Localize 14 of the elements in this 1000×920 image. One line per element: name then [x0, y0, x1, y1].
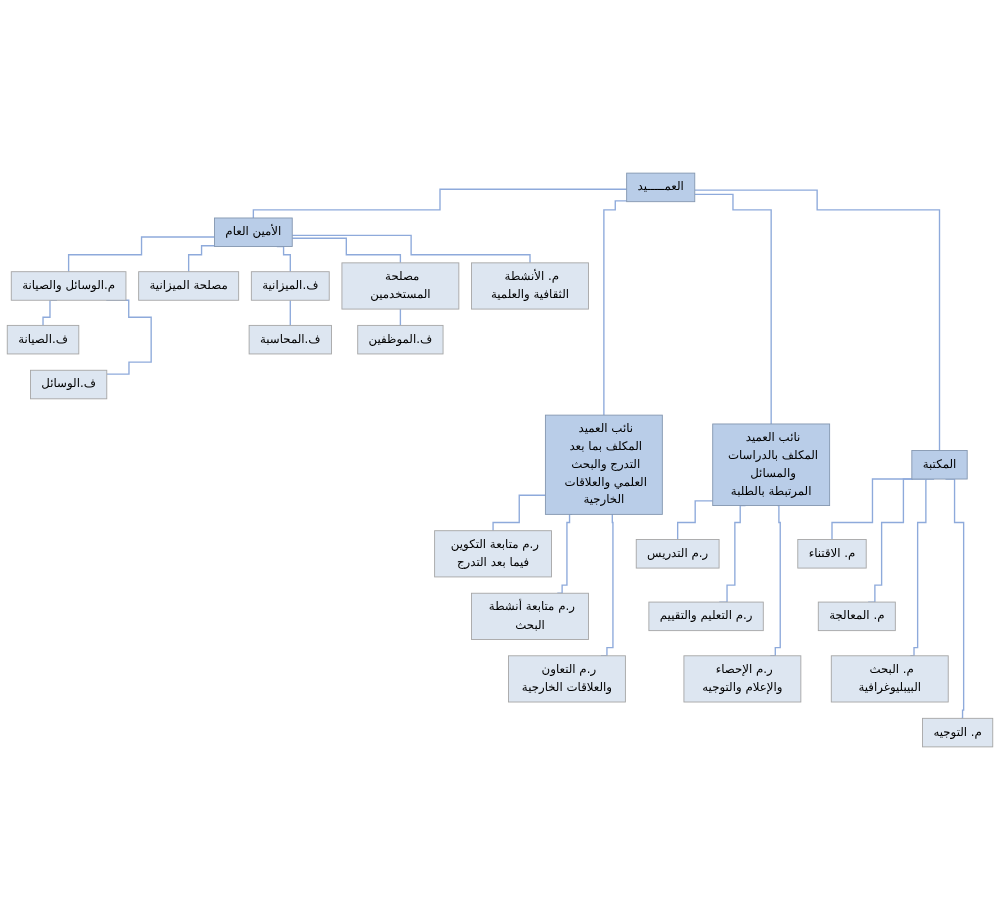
connector — [289, 299, 291, 327]
connector — [600, 513, 614, 657]
connector — [492, 494, 547, 532]
connector — [694, 193, 772, 425]
connector — [291, 234, 531, 264]
connector — [694, 189, 941, 452]
connector — [603, 200, 628, 416]
connector — [556, 513, 573, 594]
connector — [187, 245, 216, 273]
connector — [677, 500, 714, 541]
connector — [67, 236, 216, 273]
connector — [291, 237, 402, 264]
connector — [252, 188, 628, 219]
connector — [769, 504, 781, 657]
